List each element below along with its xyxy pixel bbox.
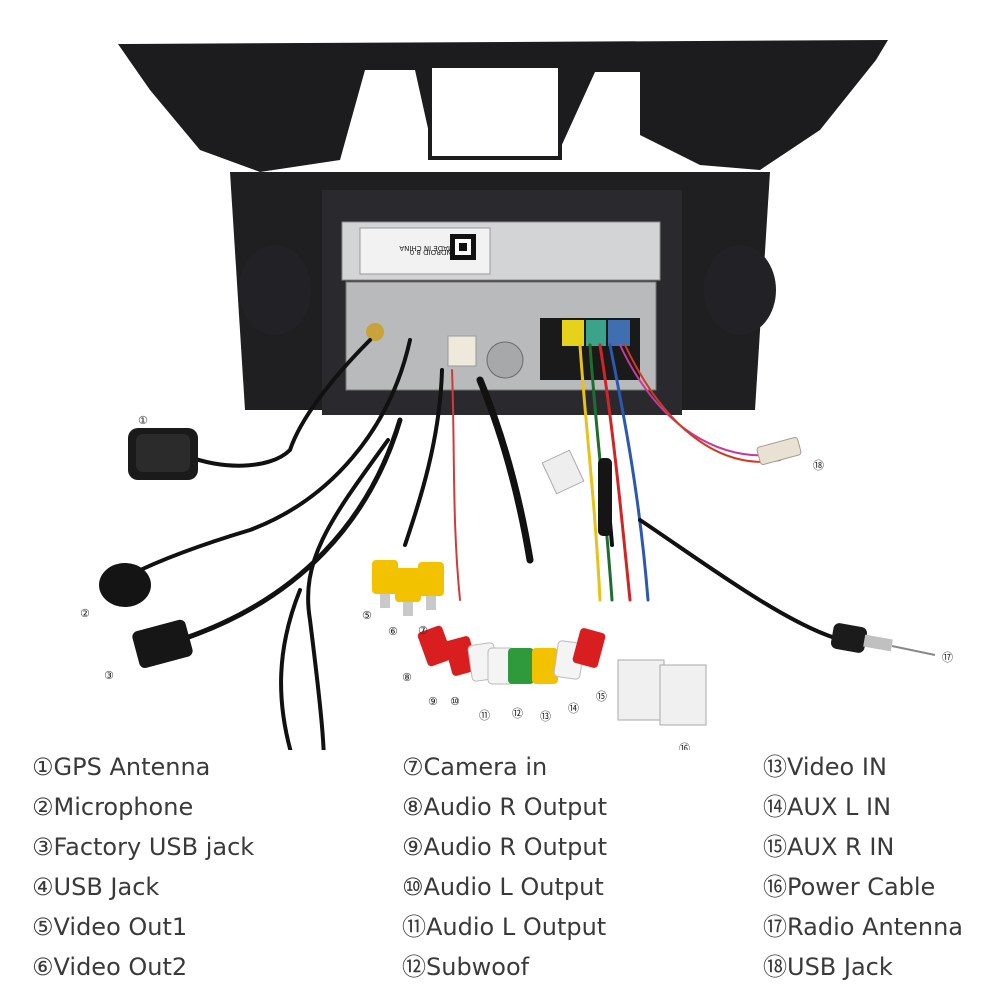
callout-8: ⑧ [402,671,412,684]
callout-10: ⑩ [450,695,460,708]
callout-5: ⑤ [362,609,372,622]
cables [128,338,837,750]
callout-1: ① [138,414,148,427]
legend-item: ②Microphone [32,793,194,821]
legend-item: ⑱USB Jack [763,953,893,981]
legend-item: ⑥Video Out2 [32,953,188,981]
legend-item: ⑫Subwoof [402,953,530,981]
legend-item: ⑪Audio L Output [402,913,607,941]
legend-item: ⑩Audio L Output [402,873,604,901]
legend-column-1: ①GPS Antenna ②Microphone ③Factory USB ja… [32,747,254,987]
legend-item: ⑰Radio Antenna [763,913,964,941]
head-unit: T212ANDROID 8.0 MADE IN CHINA [322,190,682,415]
gps-port [366,323,384,341]
legend-item: ⑨Audio R Output [402,833,608,861]
unit-model-label: T212ANDROID 8.0 [410,248,475,256]
legend-item: ⑭AUX L IN [763,793,892,821]
callout-6: ⑥ [388,625,398,638]
callout-3: ③ [104,669,114,682]
rca-group-video [372,560,444,616]
callout-2: ② [80,607,90,620]
wiring-diagram: T212ANDROID 8.0 MADE IN CHINA [80,40,953,750]
rca-group-audio [417,625,606,685]
connector-blue [608,320,630,346]
callout-13: ⑬ [540,710,551,723]
callout-17: ⑰ [942,651,953,664]
gps-antenna [128,428,198,480]
radio-antenna-plug [830,623,936,656]
usb-harness [756,437,802,465]
power-connectors [541,449,707,726]
unit-origin-label: MADE IN CHINA [399,244,454,252]
callout-7: ⑦ [418,624,428,637]
callout-14: ⑭ [568,702,579,715]
factory-usb-jack [132,619,193,668]
legend-item: ⑯Power Cable [763,873,936,901]
callout-16: ⑯ [679,742,690,750]
legend-item: ⑬Video IN [763,753,887,781]
legend-item: ③Factory USB jack [32,833,255,861]
callout-15: ⑮ [596,690,607,703]
connector-yellow [562,320,584,346]
legend-item: ④USB Jack [32,873,160,901]
callout-11: ⑪ [479,709,490,722]
legend-column-2: ⑦Camera in ⑧Audio R Output ⑨Audio R Outp… [402,747,607,987]
microphone [99,563,151,607]
legend-item: ①GPS Antenna [32,753,211,781]
legend-item: ⑧Audio R Output [402,793,608,821]
callout-9: ⑨ [428,695,438,708]
callout-12: ⑫ [512,707,523,720]
legend-item: ⑦Camera in [402,753,548,781]
legend-item: ⑮AUX R IN [763,833,895,861]
legend-column-3: ⑬Video IN ⑭AUX L IN ⑮AUX R IN ⑯Power Cab… [763,747,963,987]
legend-item: ⑤Video Out1 [32,913,188,941]
callout-18: ⑱ [813,459,824,472]
connector-teal [586,320,606,346]
